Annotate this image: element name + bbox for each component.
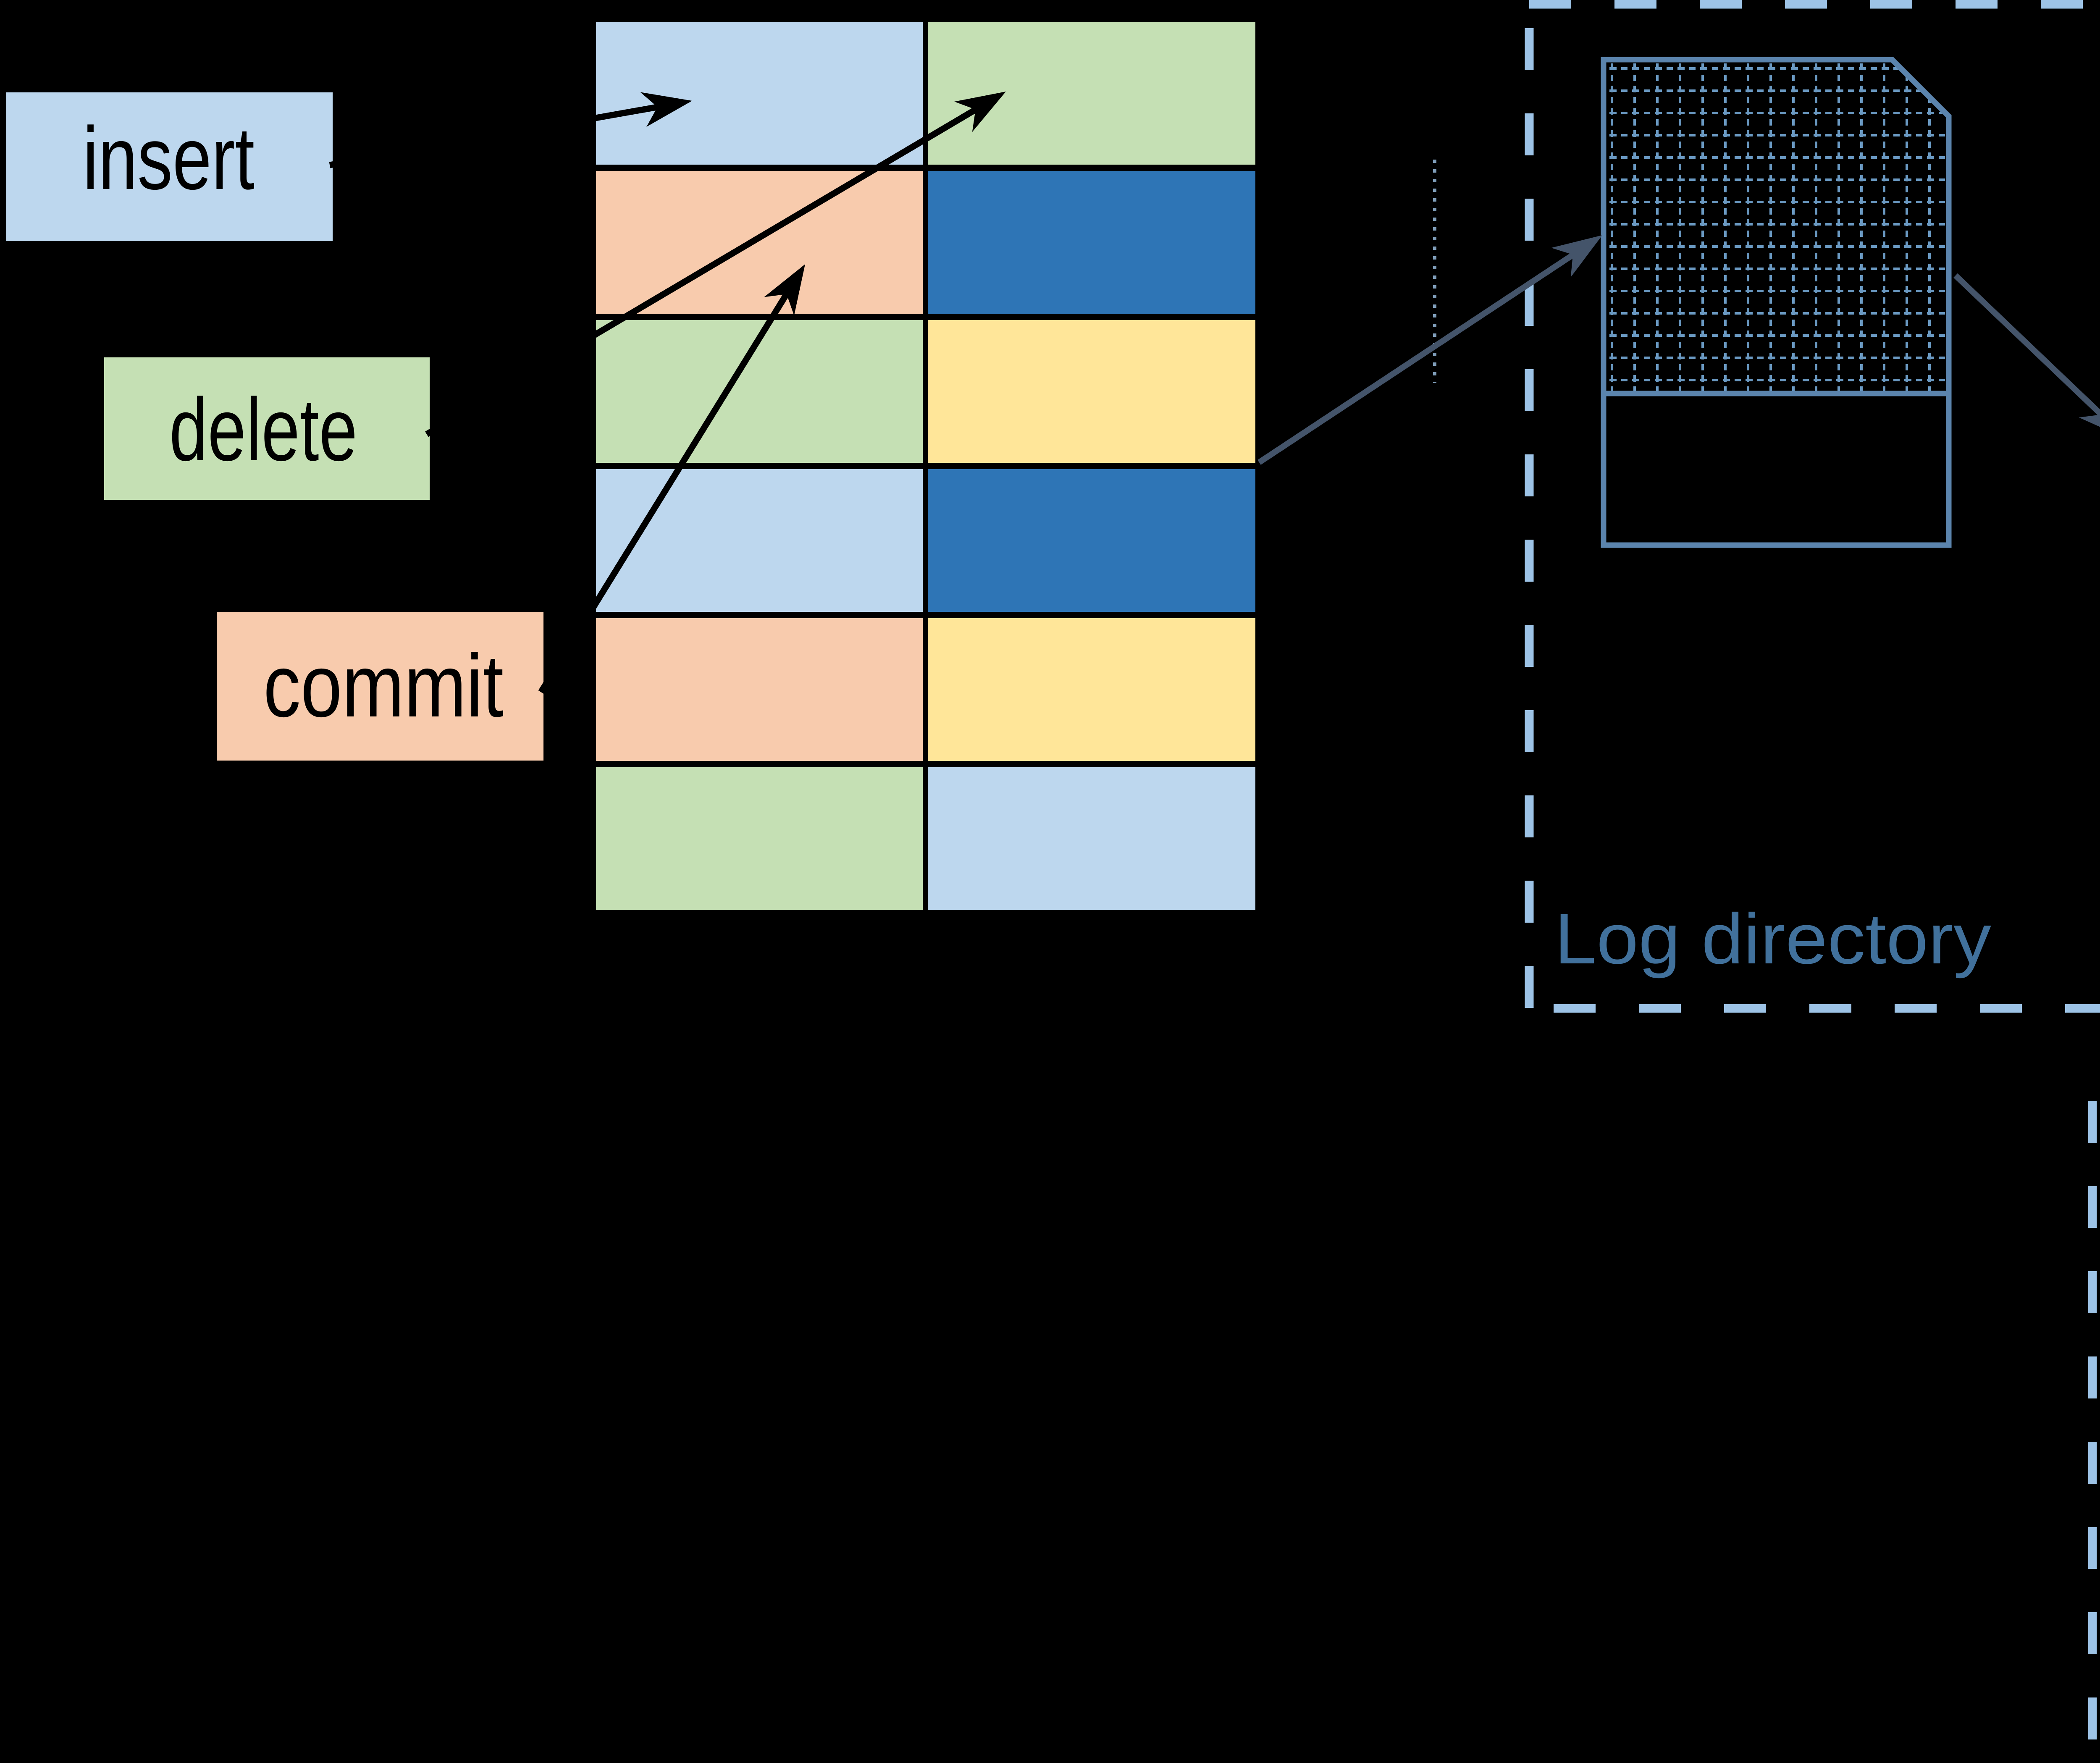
svg-text:delete: delete <box>169 380 357 479</box>
svg-text:insert: insert <box>83 108 255 208</box>
svg-text:Log directory: Log directory <box>1554 899 1991 979</box>
svg-text:commit: commit <box>263 636 504 735</box>
